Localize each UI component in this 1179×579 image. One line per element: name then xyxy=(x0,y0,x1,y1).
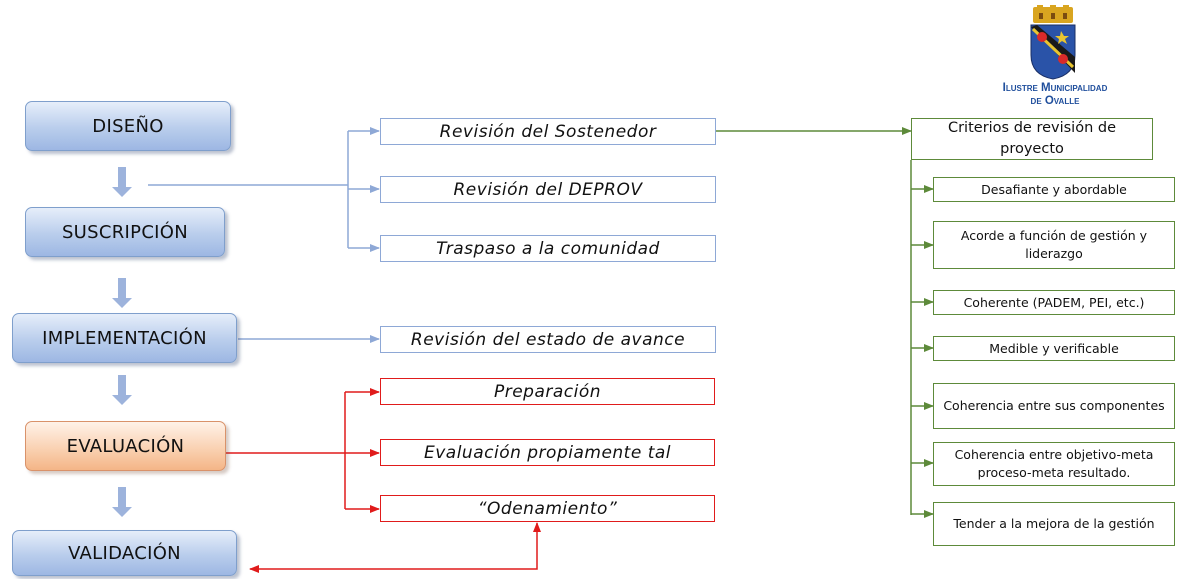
revision-estado-avance: Revisión del estado de avance xyxy=(380,326,716,353)
step-evaluacion: EVALUACIÓN xyxy=(25,421,226,471)
traspaso-comunidad: Traspaso a la comunidad xyxy=(380,235,716,262)
step-implementacion: IMPLEMENTACIÓN xyxy=(12,313,237,363)
eval-preparacion: Preparación xyxy=(380,378,715,405)
criteria-item: Coherente (PADEM, PEI, etc.) xyxy=(933,290,1175,315)
municipality-name: Ilustre Municipalidad de Ovalle xyxy=(1002,82,1108,107)
criteria-item: Desafiante y abordable xyxy=(933,177,1175,202)
step-diseno: DISEÑO xyxy=(25,101,231,151)
criteria-title: Criterios de revisión de proyecto xyxy=(911,118,1153,160)
criteria-item: Medible y verificable xyxy=(933,336,1175,361)
criteria-item: Acorde a función de gestión y liderazgo xyxy=(933,221,1175,269)
criteria-item: Coherencia entre sus componentes xyxy=(933,383,1175,429)
criteria-item: Coherencia entre objetivo-meta proceso-m… xyxy=(933,442,1175,486)
municipal-coat-of-arms-icon xyxy=(1030,5,1076,80)
step-down-arrows xyxy=(112,167,132,517)
step-suscripcion: SUSCRIPCIÓN xyxy=(25,207,225,257)
criteria-item: Tender a la mejora de la gestión xyxy=(933,502,1175,546)
eval-propiamente-tal: Evaluación propiamente tal xyxy=(380,439,715,466)
step-validacion: VALIDACIÓN xyxy=(12,530,237,576)
eval-ordenamiento: “Odenamiento” xyxy=(380,495,715,522)
revision-sostenedor: Revisión del Sostenedor xyxy=(380,118,716,145)
revision-deprov: Revisión del DEPROV xyxy=(380,176,716,203)
